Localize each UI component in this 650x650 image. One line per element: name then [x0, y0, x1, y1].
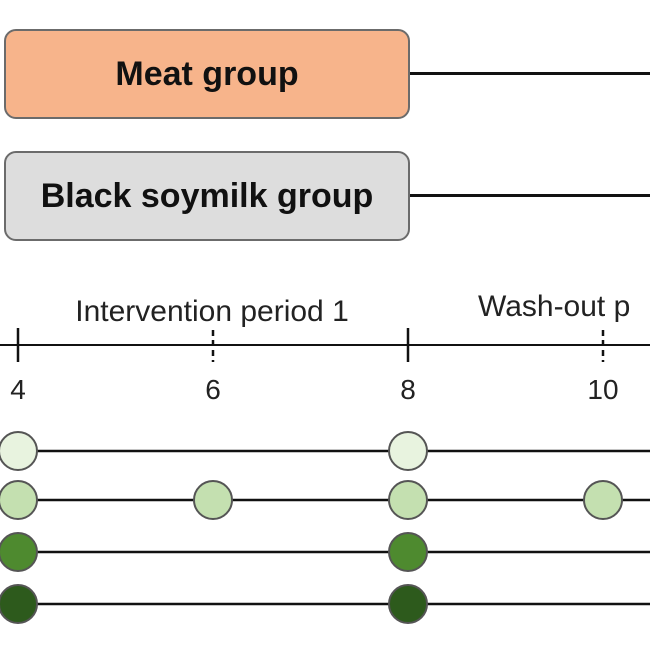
intervention-period-1-label: Intervention period 1	[75, 295, 349, 328]
sampling-point-week-4	[0, 584, 38, 624]
sampling-point-week-8	[388, 584, 428, 624]
sampling-point-week-4	[0, 431, 38, 471]
tick-label-week-8: 8	[400, 374, 416, 405]
sampling-point-week-6	[193, 480, 233, 520]
sampling-point-week-4	[0, 480, 38, 520]
timeline-ticks: 4 6 8 10	[10, 328, 619, 405]
sampling-point-week-4	[0, 532, 38, 572]
sampling-point-week-8	[388, 431, 428, 471]
tick-label-week-4: 4	[10, 374, 26, 405]
meat-group-box: Meat group	[4, 29, 410, 119]
sampling-point-week-8	[388, 480, 428, 520]
sampling-point-week-10	[583, 480, 623, 520]
black-soymilk-group-connector	[410, 194, 650, 197]
tick-label-week-10: 10	[587, 374, 618, 405]
sampling-rows	[0, 431, 650, 624]
washout-period-label: Wash-out p	[478, 290, 630, 323]
black-soymilk-group-label: Black soymilk group	[40, 176, 374, 215]
meat-group-connector	[410, 72, 650, 75]
black-soymilk-group-box: Black soymilk group	[4, 151, 410, 241]
tick-label-week-6: 6	[205, 374, 221, 405]
sampling-point-week-8	[388, 532, 428, 572]
meat-group-label: Meat group	[115, 54, 299, 93]
